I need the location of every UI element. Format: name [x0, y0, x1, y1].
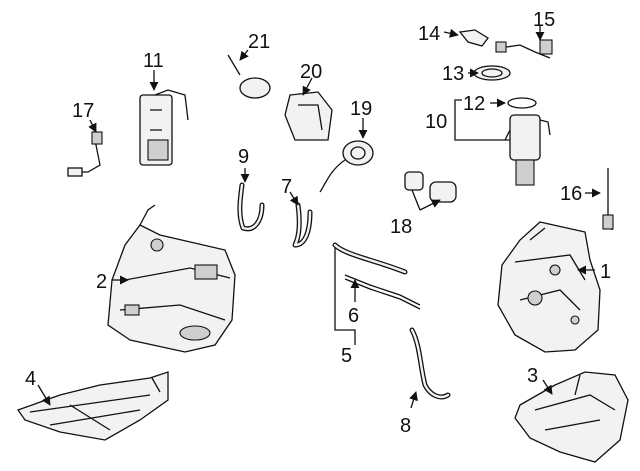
callout-7: 7 — [281, 176, 292, 198]
callout-2: 2 — [96, 271, 107, 293]
callout-17: 17 — [72, 100, 94, 122]
part-4-heat-shield-left — [16, 371, 169, 441]
callout-11: 11 — [143, 50, 164, 72]
part-3-heat-shield-right — [514, 371, 629, 463]
callout-18: 18 — [390, 216, 412, 238]
leader-lines — [37, 25, 601, 409]
part-9-fuel-line — [237, 182, 265, 232]
part-21-fuel-cap — [227, 54, 271, 99]
callout-14: 14 — [418, 23, 440, 45]
part-13-lock-ring — [473, 65, 511, 81]
part-12-seal — [507, 97, 537, 109]
part-15-harness — [495, 39, 553, 59]
callout-10: 10 — [425, 111, 447, 133]
part-18-grommets — [404, 171, 457, 203]
callout-12: 12 — [463, 93, 485, 115]
callout-3: 3 — [527, 365, 538, 387]
callout-19: 19 — [350, 98, 372, 120]
callout-16: 16 — [560, 183, 582, 205]
part-8-hose — [409, 327, 451, 400]
part-2-fuel-tank-left — [107, 204, 236, 353]
part-11-fuel-sender — [139, 89, 189, 166]
callout-labels: 1 2 3 4 5 6 7 8 9 10 11 12 13 14 15 16 1… — [25, 9, 611, 437]
callout-5: 5 — [341, 345, 352, 367]
part-20-fuel-door — [284, 91, 333, 141]
callout-8: 8 — [400, 415, 411, 437]
callout-4: 4 — [25, 368, 36, 390]
callout-13: 13 — [442, 63, 464, 85]
part-10-fuel-pump — [504, 114, 551, 186]
part-19-filler-housing — [319, 140, 374, 193]
part-16-sensor — [602, 168, 614, 231]
part-14-connector — [458, 29, 489, 47]
callout-6: 6 — [348, 305, 359, 327]
callout-21: 21 — [248, 31, 270, 53]
callout-20: 20 — [300, 61, 322, 83]
callout-9: 9 — [238, 146, 249, 168]
part-5-6-filler-tube — [332, 242, 421, 310]
callout-15: 15 — [533, 9, 555, 31]
callout-1: 1 — [600, 261, 611, 283]
part-7-vent-hose — [292, 202, 313, 248]
part-17-level-sensor — [67, 131, 103, 177]
part-1-fuel-tank-right — [497, 221, 601, 353]
